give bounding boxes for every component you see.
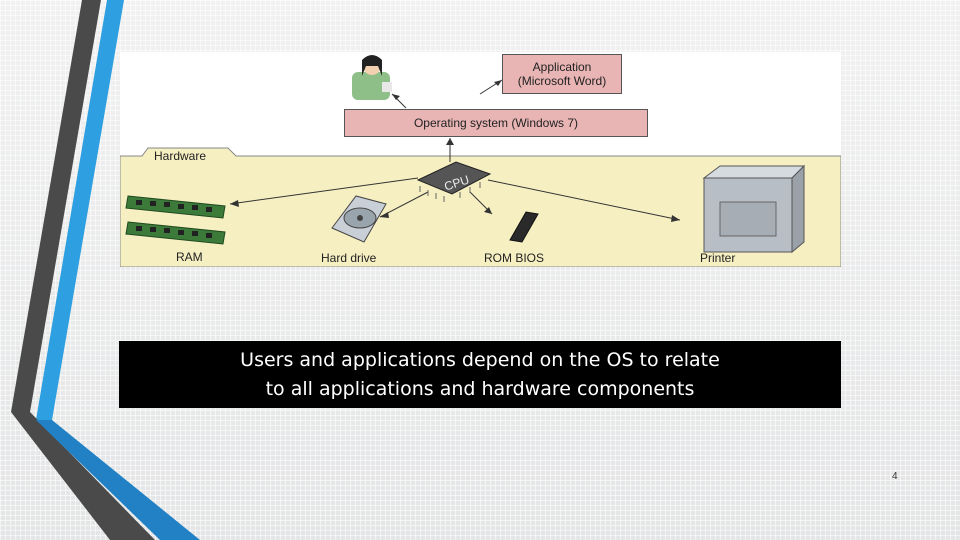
application-label: Application [532,60,592,74]
slide-number: 4 [892,471,898,482]
rom-bios-chip-icon [509,211,539,243]
diagram-graphics [120,55,841,267]
hard-drive-icon [331,195,387,243]
hardware-label: Hardware [154,149,207,163]
operating-system-box: Operating system (Windows 7) [344,109,648,137]
printer-icon [702,164,806,254]
user-icon [352,55,392,100]
ram-module-icon [125,195,226,245]
rom-bios-label: ROM BIOS [484,251,545,265]
application-box: Application (Microsoft Word) [502,54,622,94]
cpu-chip-icon [416,161,492,202]
application-sublabel: (Microsoft Word) [517,74,607,88]
caption-box: Users and applications depend on the OS … [119,341,841,408]
printer-label: Printer [700,251,736,265]
caption-line-1: Users and applications depend on the OS … [240,349,720,371]
hard-drive-label: Hard drive [321,251,377,265]
caption-line-2: to all applications and hardware compone… [265,378,695,400]
ram-label: RAM [176,250,203,264]
hardware-panel [120,147,841,267]
os-diagram: Application (Microsoft Word) Operating s… [120,52,841,267]
